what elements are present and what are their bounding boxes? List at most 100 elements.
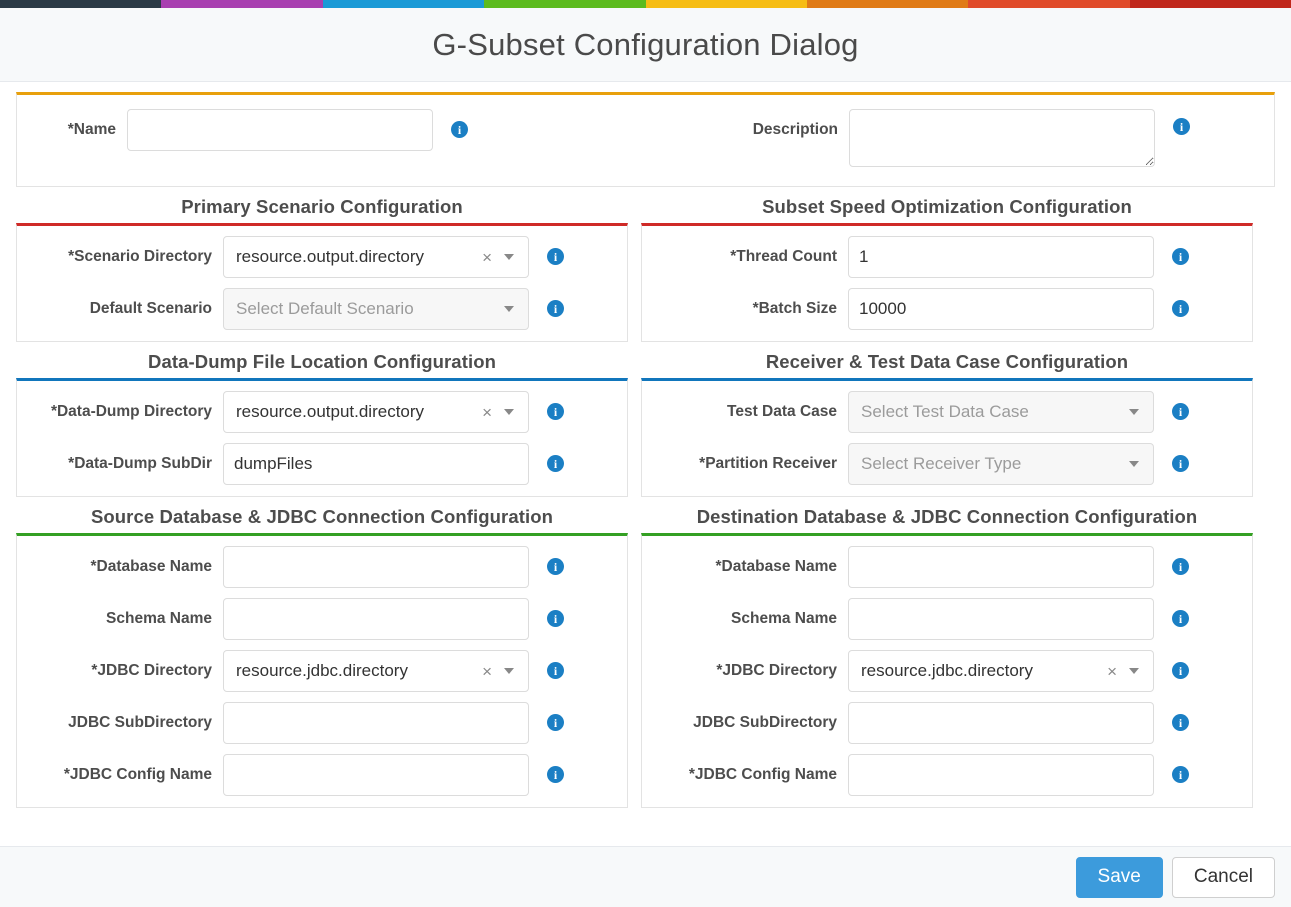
section-row: Data-Dump File Location Configuration*Da… [16, 342, 1275, 497]
cancel-button[interactable]: Cancel [1171, 856, 1275, 898]
save-button[interactable]: Save [1075, 856, 1163, 898]
clear-selection-icon[interactable]: × [482, 247, 492, 267]
form-field-thread-count: *Thread Counti [642, 236, 1252, 278]
chevron-down-icon[interactable] [504, 668, 514, 674]
input-name[interactable] [127, 109, 433, 151]
info-icon[interactable]: i [1172, 558, 1189, 575]
field-label-batch-size: *Batch Size [752, 300, 837, 317]
info-icon[interactable]: i [1172, 300, 1189, 317]
info-icon[interactable]: i [547, 714, 564, 731]
form-field-schema-name: Schema Name i [17, 598, 627, 640]
info-icon[interactable]: i [1172, 455, 1189, 472]
field-label-partition-receiver: *Partition Receiver [699, 455, 837, 472]
field-control-name [127, 109, 433, 151]
field-control-batch-size [848, 288, 1154, 330]
select-default-scenario[interactable]: Select Default Scenario [223, 288, 529, 330]
info-icon[interactable]: i [1173, 118, 1190, 135]
field-control-schema-name [223, 598, 529, 640]
dialog-header: G-Subset Configuration Dialog [0, 8, 1291, 82]
accent-bar-segment-1 [0, 0, 162, 8]
field-control-description [849, 109, 1155, 172]
info-icon[interactable]: i [547, 300, 564, 317]
input-schema-name[interactable] [223, 598, 529, 640]
select-scenario-directory[interactable]: resource.output.directory × [223, 236, 529, 278]
field-label-jdbc-subdirectory: JDBC SubDirectory [68, 714, 212, 731]
field-label-name: *Name [67, 121, 116, 138]
field-control-jdbc-directory: resource.jdbc.directory× [223, 650, 529, 692]
input-jdbc-config-name[interactable] [848, 754, 1154, 796]
info-icon[interactable]: i [1172, 714, 1189, 731]
select-value-scenario-directory: resource.output.directory [236, 247, 425, 266]
section-row: Primary Scenario Configuration*Scenario … [16, 187, 1275, 342]
info-icon[interactable]: i [547, 558, 564, 575]
fieldset-subset-speed-optimization-configuration: *Thread Counti *Batch Size i [641, 223, 1253, 342]
chevron-down-icon[interactable] [1129, 409, 1139, 415]
info-icon[interactable]: i [1172, 662, 1189, 679]
field-label-test-data-case: Test Data Case [727, 403, 837, 420]
chevron-down-icon[interactable] [1129, 461, 1139, 467]
chevron-down-icon[interactable] [504, 409, 514, 415]
info-icon[interactable]: i [1172, 403, 1189, 420]
select-value-test-data-case: Select Test Data Case [861, 402, 1029, 421]
select-jdbc-directory[interactable]: resource.jdbc.directory× [848, 650, 1154, 692]
form-field-batch-size: *Batch Size i [642, 288, 1252, 330]
clear-selection-icon[interactable]: × [482, 402, 492, 422]
info-icon[interactable]: i [547, 403, 564, 420]
input-jdbc-subdirectory[interactable] [848, 702, 1154, 744]
field-control-scenario-directory: resource.output.directory × [223, 236, 529, 278]
info-icon[interactable]: i [1172, 610, 1189, 627]
input-database-name[interactable] [223, 546, 529, 588]
info-icon[interactable]: i [451, 121, 468, 138]
section-title-source-database-jdbc-connection-configuration: Source Database & JDBC Connection Config… [90, 506, 554, 527]
input-jdbc-subdirectory[interactable] [223, 702, 529, 744]
info-icon[interactable]: i [1172, 248, 1189, 265]
textarea-description[interactable] [849, 109, 1155, 167]
field-control-thread-count [848, 236, 1154, 278]
field-label-jdbc-directory: *JDBC Directory [716, 662, 837, 679]
select-jdbc-directory[interactable]: resource.jdbc.directory× [223, 650, 529, 692]
form-field-partition-receiver: *Partition Receiver Select Receiver Type i [642, 443, 1252, 485]
form-field-name: *Name i [17, 109, 643, 172]
section-destination-database-jdbc-connection-configuration: Destination Database & JDBC Connection C… [641, 497, 1253, 808]
chevron-down-icon[interactable] [504, 254, 514, 260]
field-control-jdbc-subdirectory [848, 702, 1154, 744]
field-label-database-name: *Database Name [715, 558, 837, 575]
accent-bar-segment-2 [161, 0, 323, 8]
input-database-name[interactable] [848, 546, 1154, 588]
field-control-jdbc-config-name [223, 754, 529, 796]
section-title-subset-speed-optimization-configuration: Subset Speed Optimization Configuration [762, 196, 1132, 217]
field-control-jdbc-config-name [848, 754, 1154, 796]
info-icon[interactable]: i [547, 766, 564, 783]
form-field-jdbc-config-name: *JDBC Config Name i [642, 754, 1252, 796]
select-test-data-case[interactable]: Select Test Data Case [848, 391, 1154, 433]
field-control-data-dump-directory: resource.output.directory× [223, 391, 529, 433]
input-data-dump-subdir[interactable] [223, 443, 529, 485]
input-thread-count[interactable] [848, 236, 1154, 278]
info-icon[interactable]: i [547, 248, 564, 265]
select-data-dump-directory[interactable]: resource.output.directory× [223, 391, 529, 433]
field-control-partition-receiver: Select Receiver Type [848, 443, 1154, 485]
select-value-partition-receiver: Select Receiver Type [861, 454, 1022, 473]
input-batch-size[interactable] [848, 288, 1154, 330]
field-label-schema-name: Schema Name [106, 610, 212, 627]
info-icon[interactable]: i [547, 662, 564, 679]
input-jdbc-config-name[interactable] [223, 754, 529, 796]
clear-selection-icon[interactable]: × [482, 661, 492, 681]
field-label-data-dump-subdir: *Data-Dump SubDir [68, 455, 212, 472]
field-label-jdbc-directory: *JDBC Directory [91, 662, 212, 679]
select-partition-receiver[interactable]: Select Receiver Type [848, 443, 1154, 485]
chevron-down-icon[interactable] [504, 306, 514, 312]
input-schema-name[interactable] [848, 598, 1154, 640]
info-icon[interactable]: i [547, 455, 564, 472]
chevron-down-icon[interactable] [1129, 668, 1139, 674]
info-icon[interactable]: i [1172, 766, 1189, 783]
info-icon[interactable]: i [547, 610, 564, 627]
field-label-jdbc-config-name: *JDBC Config Name [688, 766, 837, 783]
clear-selection-icon[interactable]: × [1107, 661, 1117, 681]
